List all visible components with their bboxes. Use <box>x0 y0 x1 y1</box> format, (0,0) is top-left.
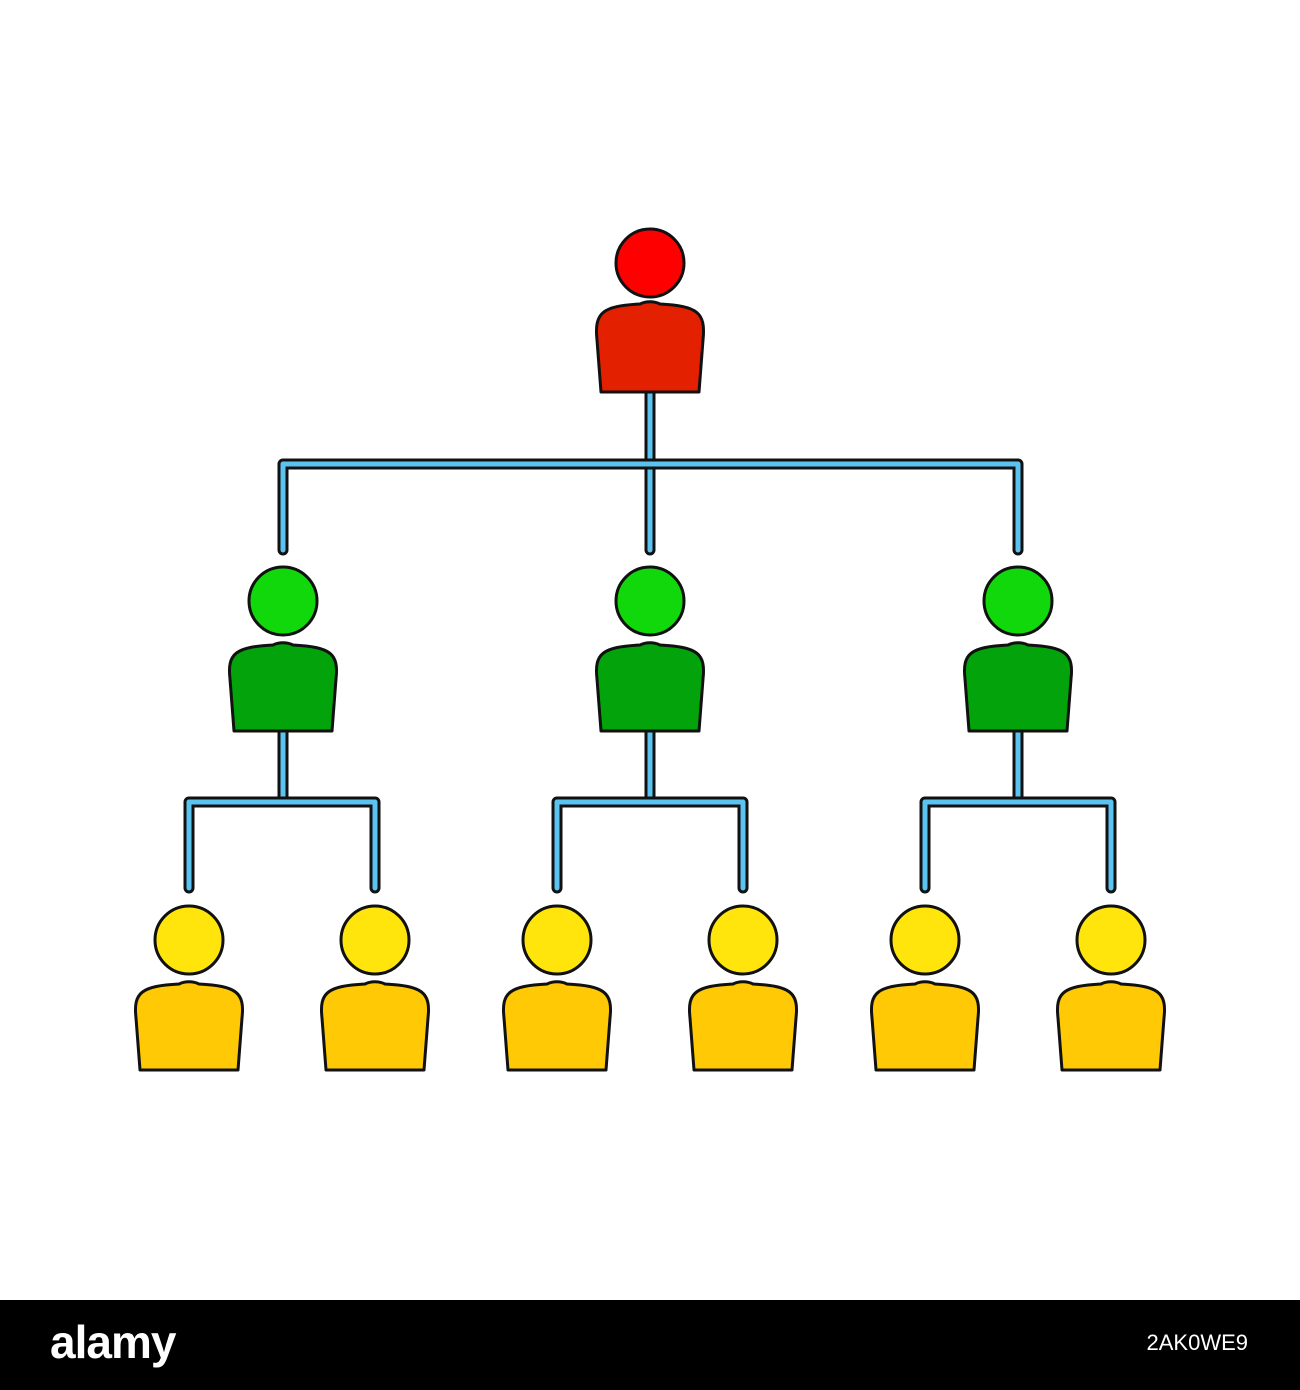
person-body <box>501 980 613 1072</box>
person-level3-4 <box>687 904 799 1072</box>
person-body <box>319 980 431 1072</box>
connector-branch-2 <box>551 796 749 894</box>
connector-branch-3 <box>919 796 1117 894</box>
footer-bar: alamy 2AK0WE9 <box>0 1300 1300 1390</box>
connector-branch-1-outline <box>183 796 381 894</box>
person-root <box>594 227 706 394</box>
person-body <box>687 980 799 1072</box>
person-head <box>614 565 686 637</box>
person-body <box>962 641 1074 733</box>
person-level3-2 <box>319 904 431 1072</box>
image-id-label: 2AK0WE9 <box>1146 1330 1249 1355</box>
person-head <box>521 904 593 976</box>
person-level3-6 <box>1055 904 1167 1072</box>
person-body <box>594 641 706 733</box>
connector-branch-2-fill <box>554 799 746 891</box>
connector-branch-1 <box>183 796 381 894</box>
person-head <box>339 904 411 976</box>
connector-lines <box>183 386 1117 894</box>
person-level2-3 <box>962 565 1074 733</box>
person-head <box>707 904 779 976</box>
connector-branch-3-outline <box>919 796 1117 894</box>
person-level2-2 <box>594 565 706 733</box>
connector-root-branch-fill <box>280 461 1021 553</box>
person-body <box>869 980 981 1072</box>
connector-branch-1-fill <box>186 799 378 891</box>
connector-branch-3-fill <box>922 799 1114 891</box>
person-level2-1 <box>227 565 339 733</box>
org-chart-diagram <box>133 227 1167 1072</box>
person-body <box>227 641 339 733</box>
person-head <box>982 565 1054 637</box>
person-head <box>889 904 961 976</box>
connector-branch-2-outline <box>551 796 749 894</box>
person-head <box>1075 904 1147 976</box>
connector-root-branch <box>277 458 1024 556</box>
org-chart-canvas <box>133 227 1167 1072</box>
person-body <box>594 300 706 394</box>
person-body <box>1055 980 1167 1072</box>
person-head <box>153 904 225 976</box>
person-level3-1 <box>133 904 245 1072</box>
person-level3-3 <box>501 904 613 1072</box>
person-body <box>133 980 245 1072</box>
person-head <box>247 565 319 637</box>
brand-logo: alamy <box>50 1316 176 1368</box>
person-head <box>614 227 686 299</box>
person-level3-5 <box>869 904 981 1072</box>
